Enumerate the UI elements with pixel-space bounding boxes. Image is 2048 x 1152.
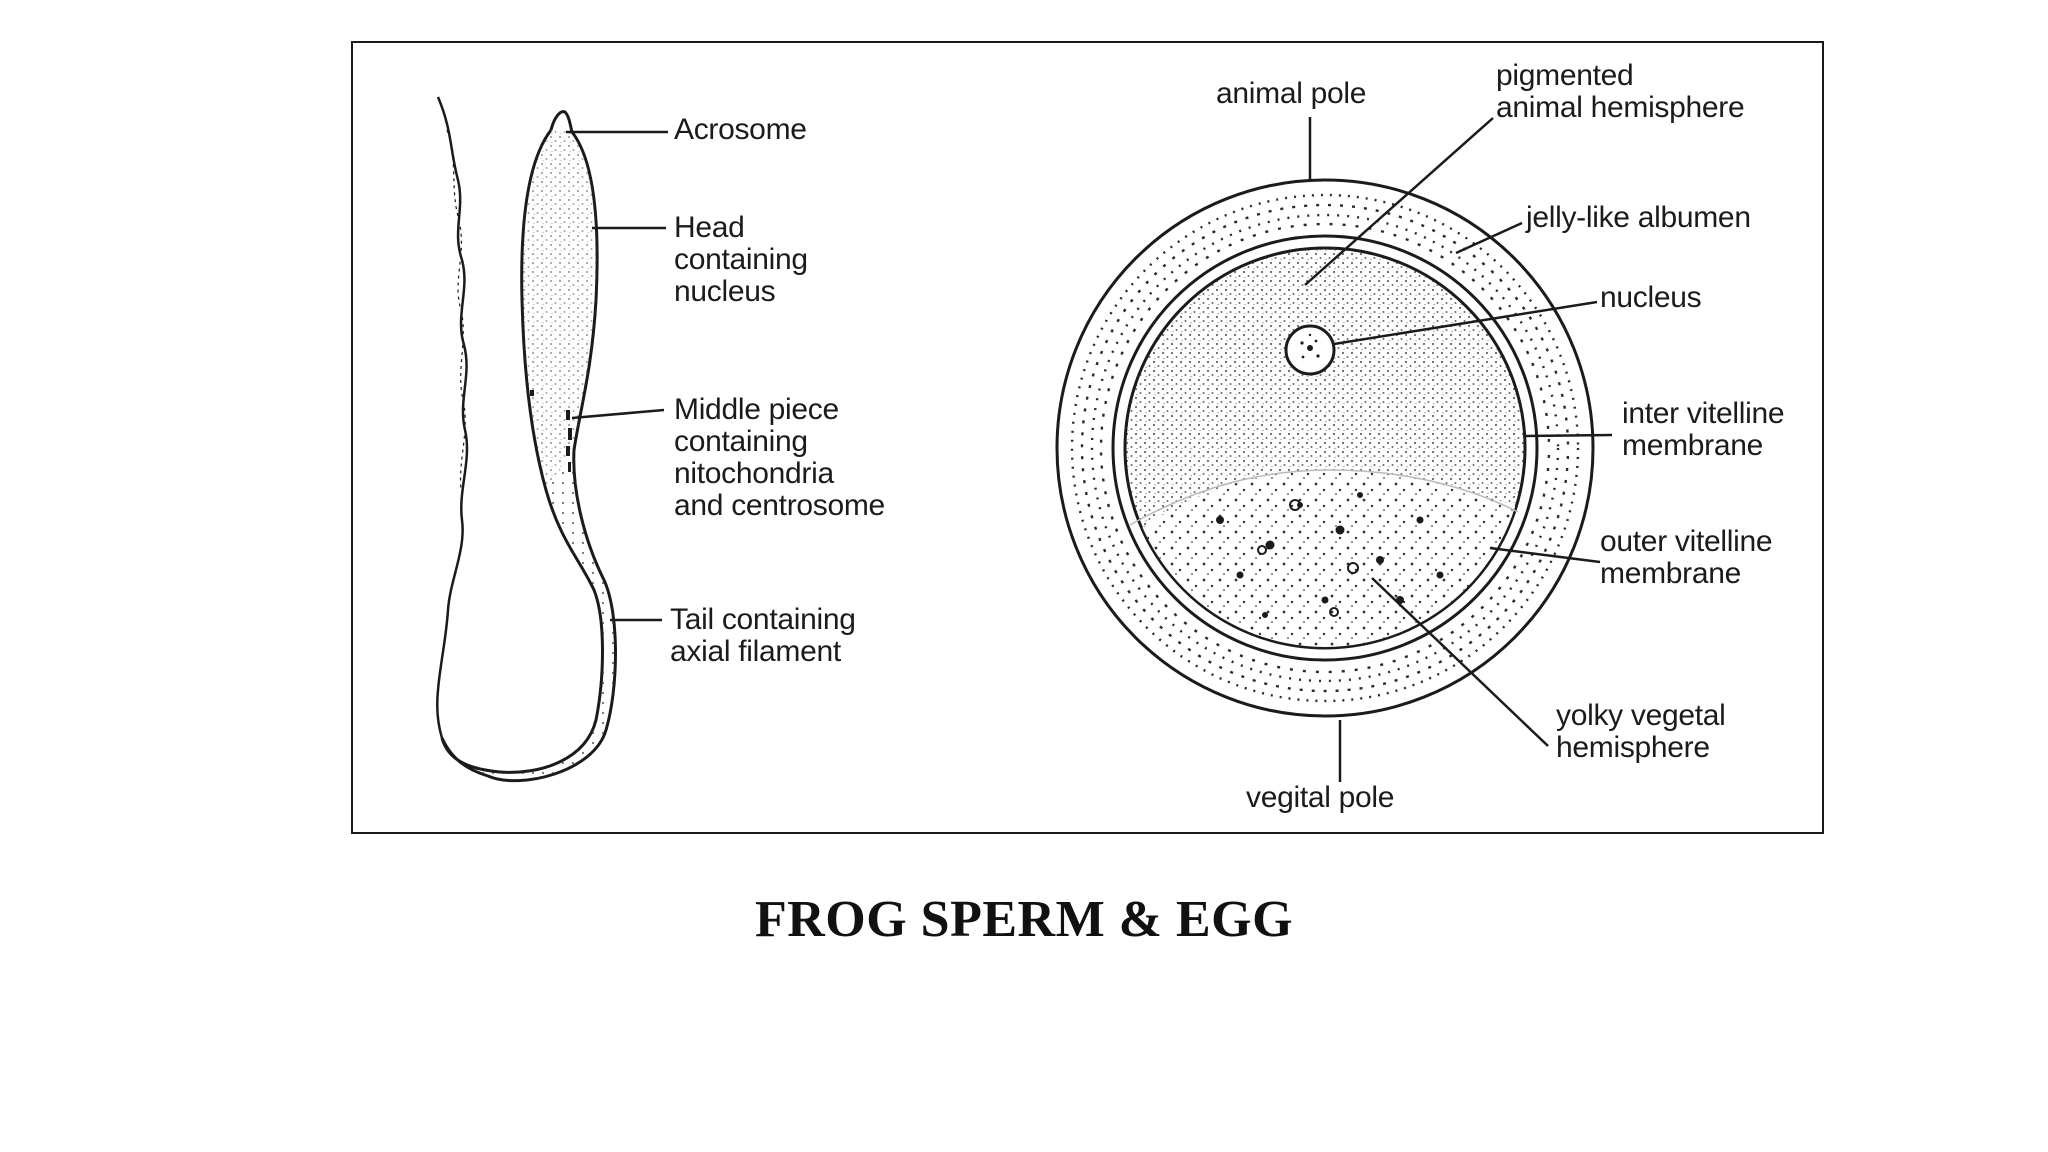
label-outer-vitelline-membrane: outer vitelline membrane	[1600, 526, 1772, 590]
label-head-containing-nucleus: Head containing nucleus	[674, 212, 808, 308]
label-nucleus: nucleus	[1600, 282, 1701, 314]
label-animal-pole: animal pole	[1216, 78, 1366, 110]
label-inter-vitelline-membrane: inter vitelline membrane	[1622, 398, 1784, 462]
label-vegital-pole: vegital pole	[1246, 782, 1394, 814]
label-acrosome: Acrosome	[674, 114, 807, 146]
acrosome-shape	[551, 112, 572, 132]
sperm-undulating-membrane	[437, 97, 467, 738]
label-tail: Tail containing axial filament	[670, 604, 856, 668]
label-yolky-vegetal-hemisphere: yolky vegetal hemisphere	[1556, 700, 1726, 764]
label-middle-piece: Middle piece containing nitochondria and…	[674, 394, 885, 522]
figure-caption: FROG SPERM & EGG	[0, 890, 2048, 949]
label-jelly-like-albumen: jelly-like albumen	[1526, 202, 1751, 234]
label-pigmented-animal-hemisphere: pigmented animal hemisphere	[1496, 60, 1744, 124]
sperm-diagram	[437, 97, 668, 781]
inter-vitelline-leader	[1525, 435, 1612, 436]
middle-piece-leader	[572, 410, 664, 418]
